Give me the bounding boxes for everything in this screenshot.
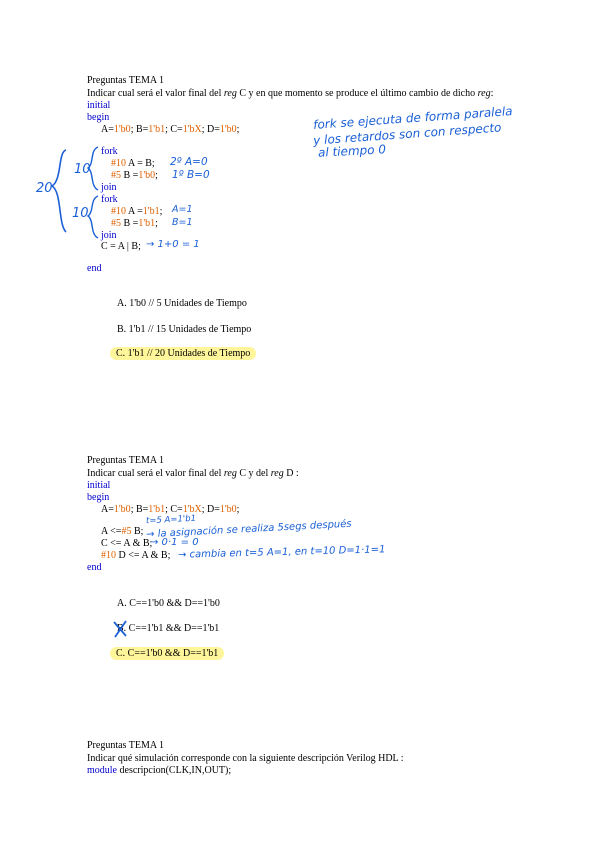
q1-initial: initial <box>87 100 111 111</box>
q1-note-c: → 1+0 = 1 <box>146 239 200 250</box>
q1-prompt-end: : <box>490 88 494 99</box>
q1-join2: join <box>101 230 117 241</box>
q1-header: Preguntas TEMA 1 <box>87 75 165 86</box>
q1-note-a0: 2º A=0 <box>170 156 208 168</box>
q1-c-line: C = A | B; <box>101 241 141 252</box>
q1-begin: begin <box>87 112 110 123</box>
q1-end: end <box>87 263 102 274</box>
q1-brace-total: 20 <box>36 181 53 196</box>
q2-line2: C <= A & B; <box>101 538 153 549</box>
q2-end: end <box>87 562 102 573</box>
q1-note-a1: A=1 <box>172 204 193 215</box>
q3-module-line: module descripcion(CLK,IN,OUT); <box>87 765 232 776</box>
q1-reg2: reg <box>477 88 491 99</box>
q1-fork1-line2: #5 B =1'b0; <box>111 170 158 181</box>
q1-option-b[interactable]: B. 1'b1 // 15 Unidades de Tiempo <box>117 324 252 335</box>
q1-note-b1: B=1 <box>172 217 193 228</box>
q3-prompt: Indicar qué simulación corresponde con l… <box>87 753 404 764</box>
q2-header: Preguntas TEMA 1 <box>87 455 165 466</box>
q1-fork2: fork <box>101 194 118 205</box>
q2-option-c-highlight: C. C==1'b0 && D==1'b1 <box>110 647 225 660</box>
q1-option-c-highlight: C. 1'b1 // 20 Unidades de Tiempo <box>110 347 257 360</box>
q3-header: Preguntas TEMA 1 <box>87 740 165 751</box>
q2-init-line: A=1'b0; B=1'b1; C=1'bX; D=1'b0; <box>101 504 240 515</box>
q2-option-a[interactable]: A. C==1'b0 && D==1'b0 <box>117 598 220 609</box>
q1-init-line: A=1'b0; B=1'b1; C=1'bX; D=1'b0; <box>101 124 240 135</box>
q3-module-keyword: module <box>87 765 117 776</box>
q2-line1: A <=#5 B; <box>101 526 144 537</box>
q2-note-c: → 0·1 = 0 <box>150 537 199 548</box>
q1-prompt-mid: C y en que momento se produce el último … <box>236 88 478 99</box>
q2-begin: begin <box>87 492 110 503</box>
q1-option-c[interactable]: C. 1'b1 // 20 Unidades de Tiempo <box>110 347 257 360</box>
q1-reg1: reg <box>223 88 237 99</box>
q1-note-b0: 1º B=0 <box>172 169 210 181</box>
q1-fork1: fork <box>101 146 118 157</box>
q1-prompt: Indicar cual será el valor final del reg… <box>87 88 493 100</box>
q1-prompt-pre: Indicar cual será el valor final del <box>87 88 224 99</box>
q2-initial: initial <box>87 480 111 491</box>
q2-line3: #10 D <= A & B; <box>101 550 171 561</box>
q2-prompt: Indicar cual será el valor final del reg… <box>87 468 299 479</box>
q1-fork2-line1: #10 A =1'b1; <box>111 206 163 217</box>
q1-fork2-line2: #5 B =1'b1; <box>111 218 158 229</box>
q1-join1: join <box>101 182 117 193</box>
q2-option-c[interactable]: C. C==1'b0 && D==1'b1 <box>110 647 225 660</box>
q1-brace-top: 10 <box>74 162 91 177</box>
q1-brace-bottom: 10 <box>72 206 89 221</box>
q1-fork1-line1: #10 A = B; <box>111 158 155 169</box>
q1-option-a[interactable]: A. 1'b0 // 5 Unidades de Tiempo <box>117 298 247 309</box>
q2-option-b[interactable]: B. C==1'b1 && D==1'b1 <box>117 623 220 634</box>
